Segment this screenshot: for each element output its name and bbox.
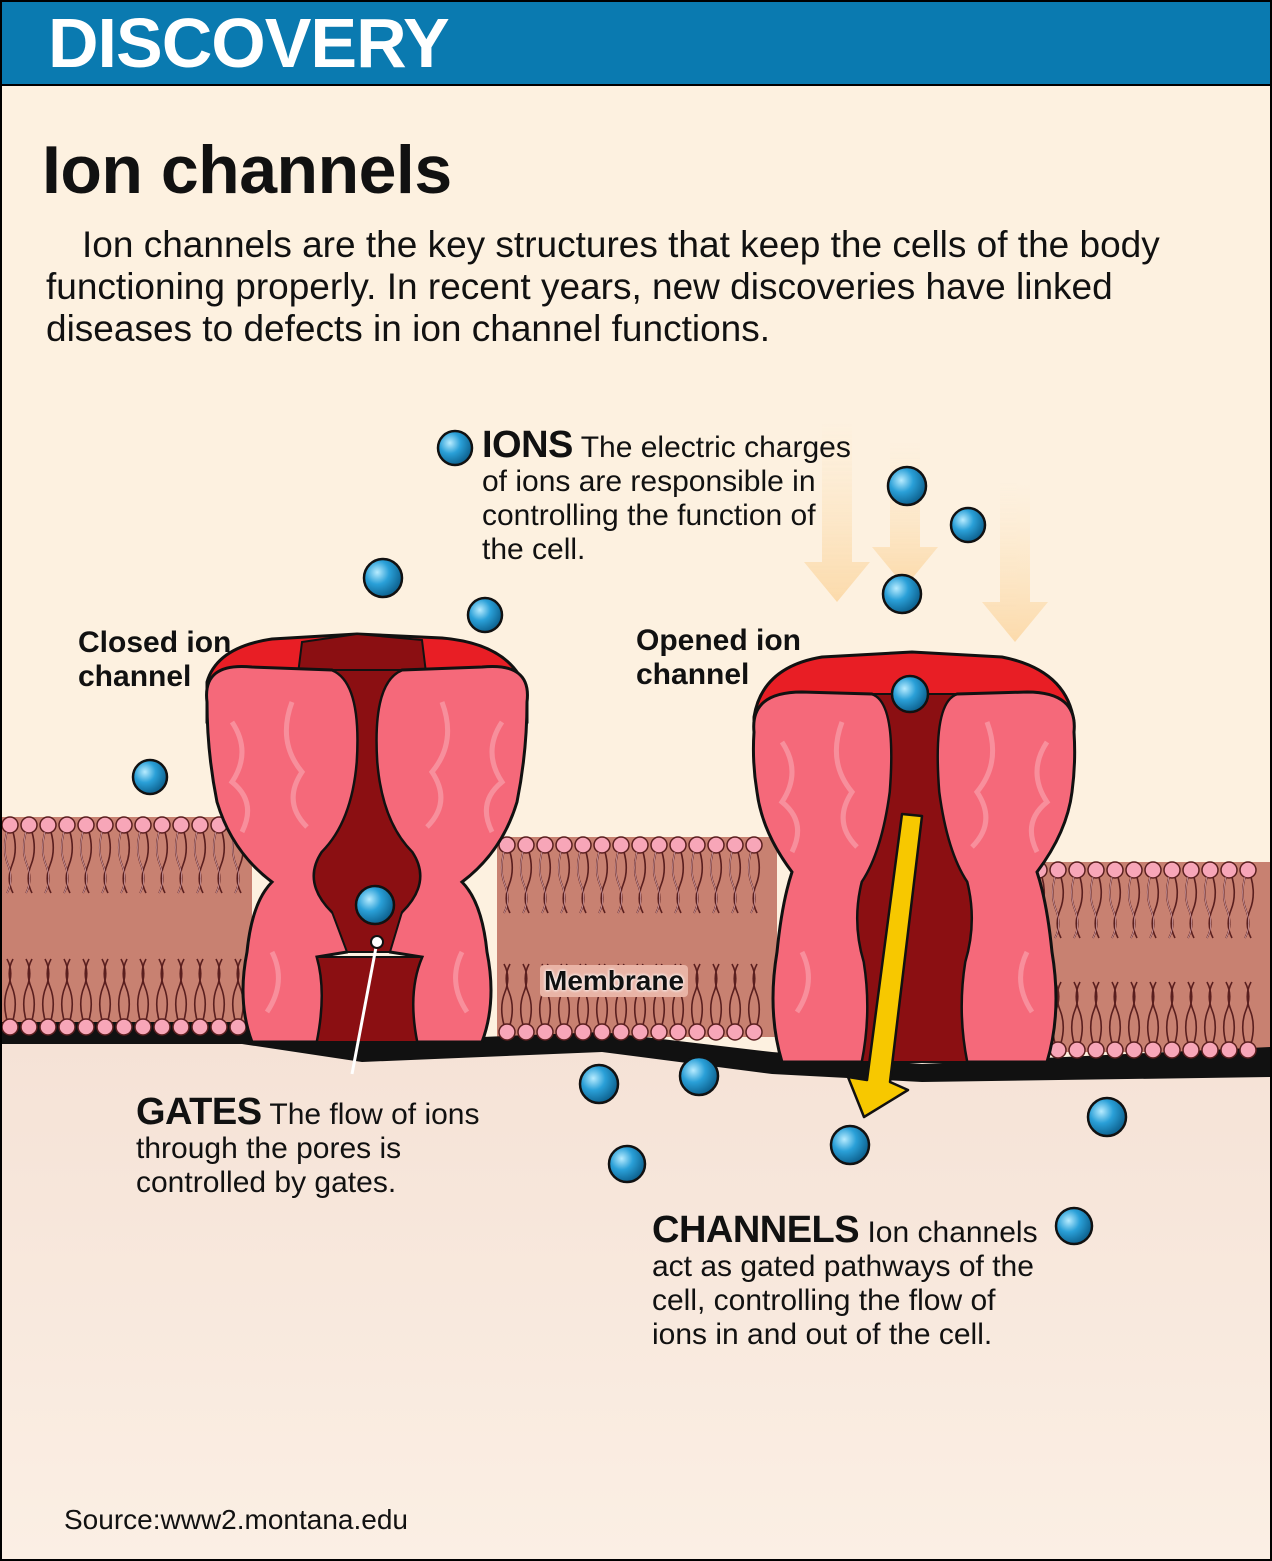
opened-channel-label: Opened ion channel [636,624,801,691]
ion [1086,1096,1128,1138]
ion [436,429,474,467]
ions-callout: IONS The electric charges of ions are re… [482,426,862,567]
ion [466,596,504,634]
ion [890,674,930,714]
ion [131,758,169,796]
channels-text: Ion channels act as gated pathways of th… [652,1216,1038,1351]
ions [131,429,1128,1246]
closed-channel-label: Closed ion channel [78,626,232,693]
ion [949,506,987,544]
page-title: Ion channels [42,132,452,208]
source-credit: Source:www2.montana.edu [64,1504,408,1535]
membrane-label: Membrane [540,965,689,997]
ion [886,465,928,507]
cell-interior [2,1037,1270,1559]
gates-text: The flow of ions through the pores is co… [136,1098,480,1199]
channels-heading: CHANNELS [652,1209,860,1251]
closed-ion-channel [205,632,529,1075]
intro-paragraph: Ion channels are the key structures that… [46,224,1160,349]
banner-title: DISCOVERY [48,4,450,82]
ion-flow-arrows [804,422,1048,642]
ions-text: The electric charges of ions are respons… [482,431,851,566]
ions-heading: IONS [482,424,573,466]
ion [578,1063,620,1105]
flow-arrow [846,812,924,1119]
ion [362,557,404,599]
opened-ion-channel [751,650,1077,1119]
ion [881,573,923,615]
ion [829,1124,871,1166]
ion [1054,1206,1094,1246]
gates-callout: GATES The flow of ions through the pores… [136,1093,506,1200]
banner: DISCOVERY [2,2,1270,86]
ion [354,884,396,926]
gates-heading: GATES [136,1091,262,1133]
channels-callout: CHANNELS Ion channels act as gated pathw… [652,1211,1052,1352]
ion [607,1144,647,1184]
ion [678,1055,720,1097]
